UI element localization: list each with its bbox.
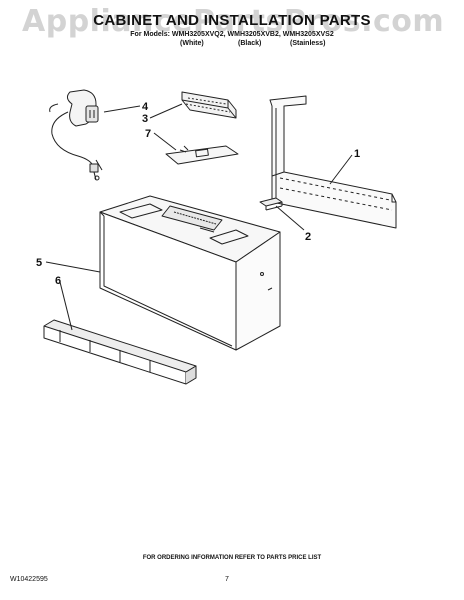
page-number: 7 (225, 576, 229, 583)
callout-5: 5 (36, 257, 42, 269)
callout-1: 1 (354, 148, 360, 160)
damper-plate-part (165, 145, 239, 165)
models-line: For Models: WMH3205XVQ2, WMH3205XVB2, WM… (130, 31, 334, 38)
callout-2: 2 (305, 231, 311, 243)
mounting-plate-part (269, 95, 397, 229)
callout-3: 3 (142, 113, 148, 125)
callout-labels: 4 3 7 1 2 5 6 (36, 101, 360, 287)
power-cord-part (49, 89, 103, 181)
callout-4: 4 (142, 101, 149, 113)
callout-7: 7 (145, 128, 151, 140)
variant-black: (Black) (238, 40, 262, 47)
variant-stainless: (Stainless) (290, 40, 326, 47)
cabinet-wrapper-part (99, 195, 281, 351)
page-title: CABINET AND INSTALLATION PARTS (93, 12, 371, 29)
bracket-part (259, 197, 283, 211)
document-number: W10422595 (10, 576, 48, 583)
callout-6: 6 (55, 275, 61, 287)
front-trim-part (43, 319, 197, 385)
leader-lines (45, 103, 353, 331)
variant-white: (White) (180, 40, 204, 47)
vent-grille-part (181, 91, 237, 119)
ordering-note: FOR ORDERING INFORMATION REFER TO PARTS … (142, 555, 322, 561)
watermark: AppliancePartsPros.com (22, 4, 445, 39)
